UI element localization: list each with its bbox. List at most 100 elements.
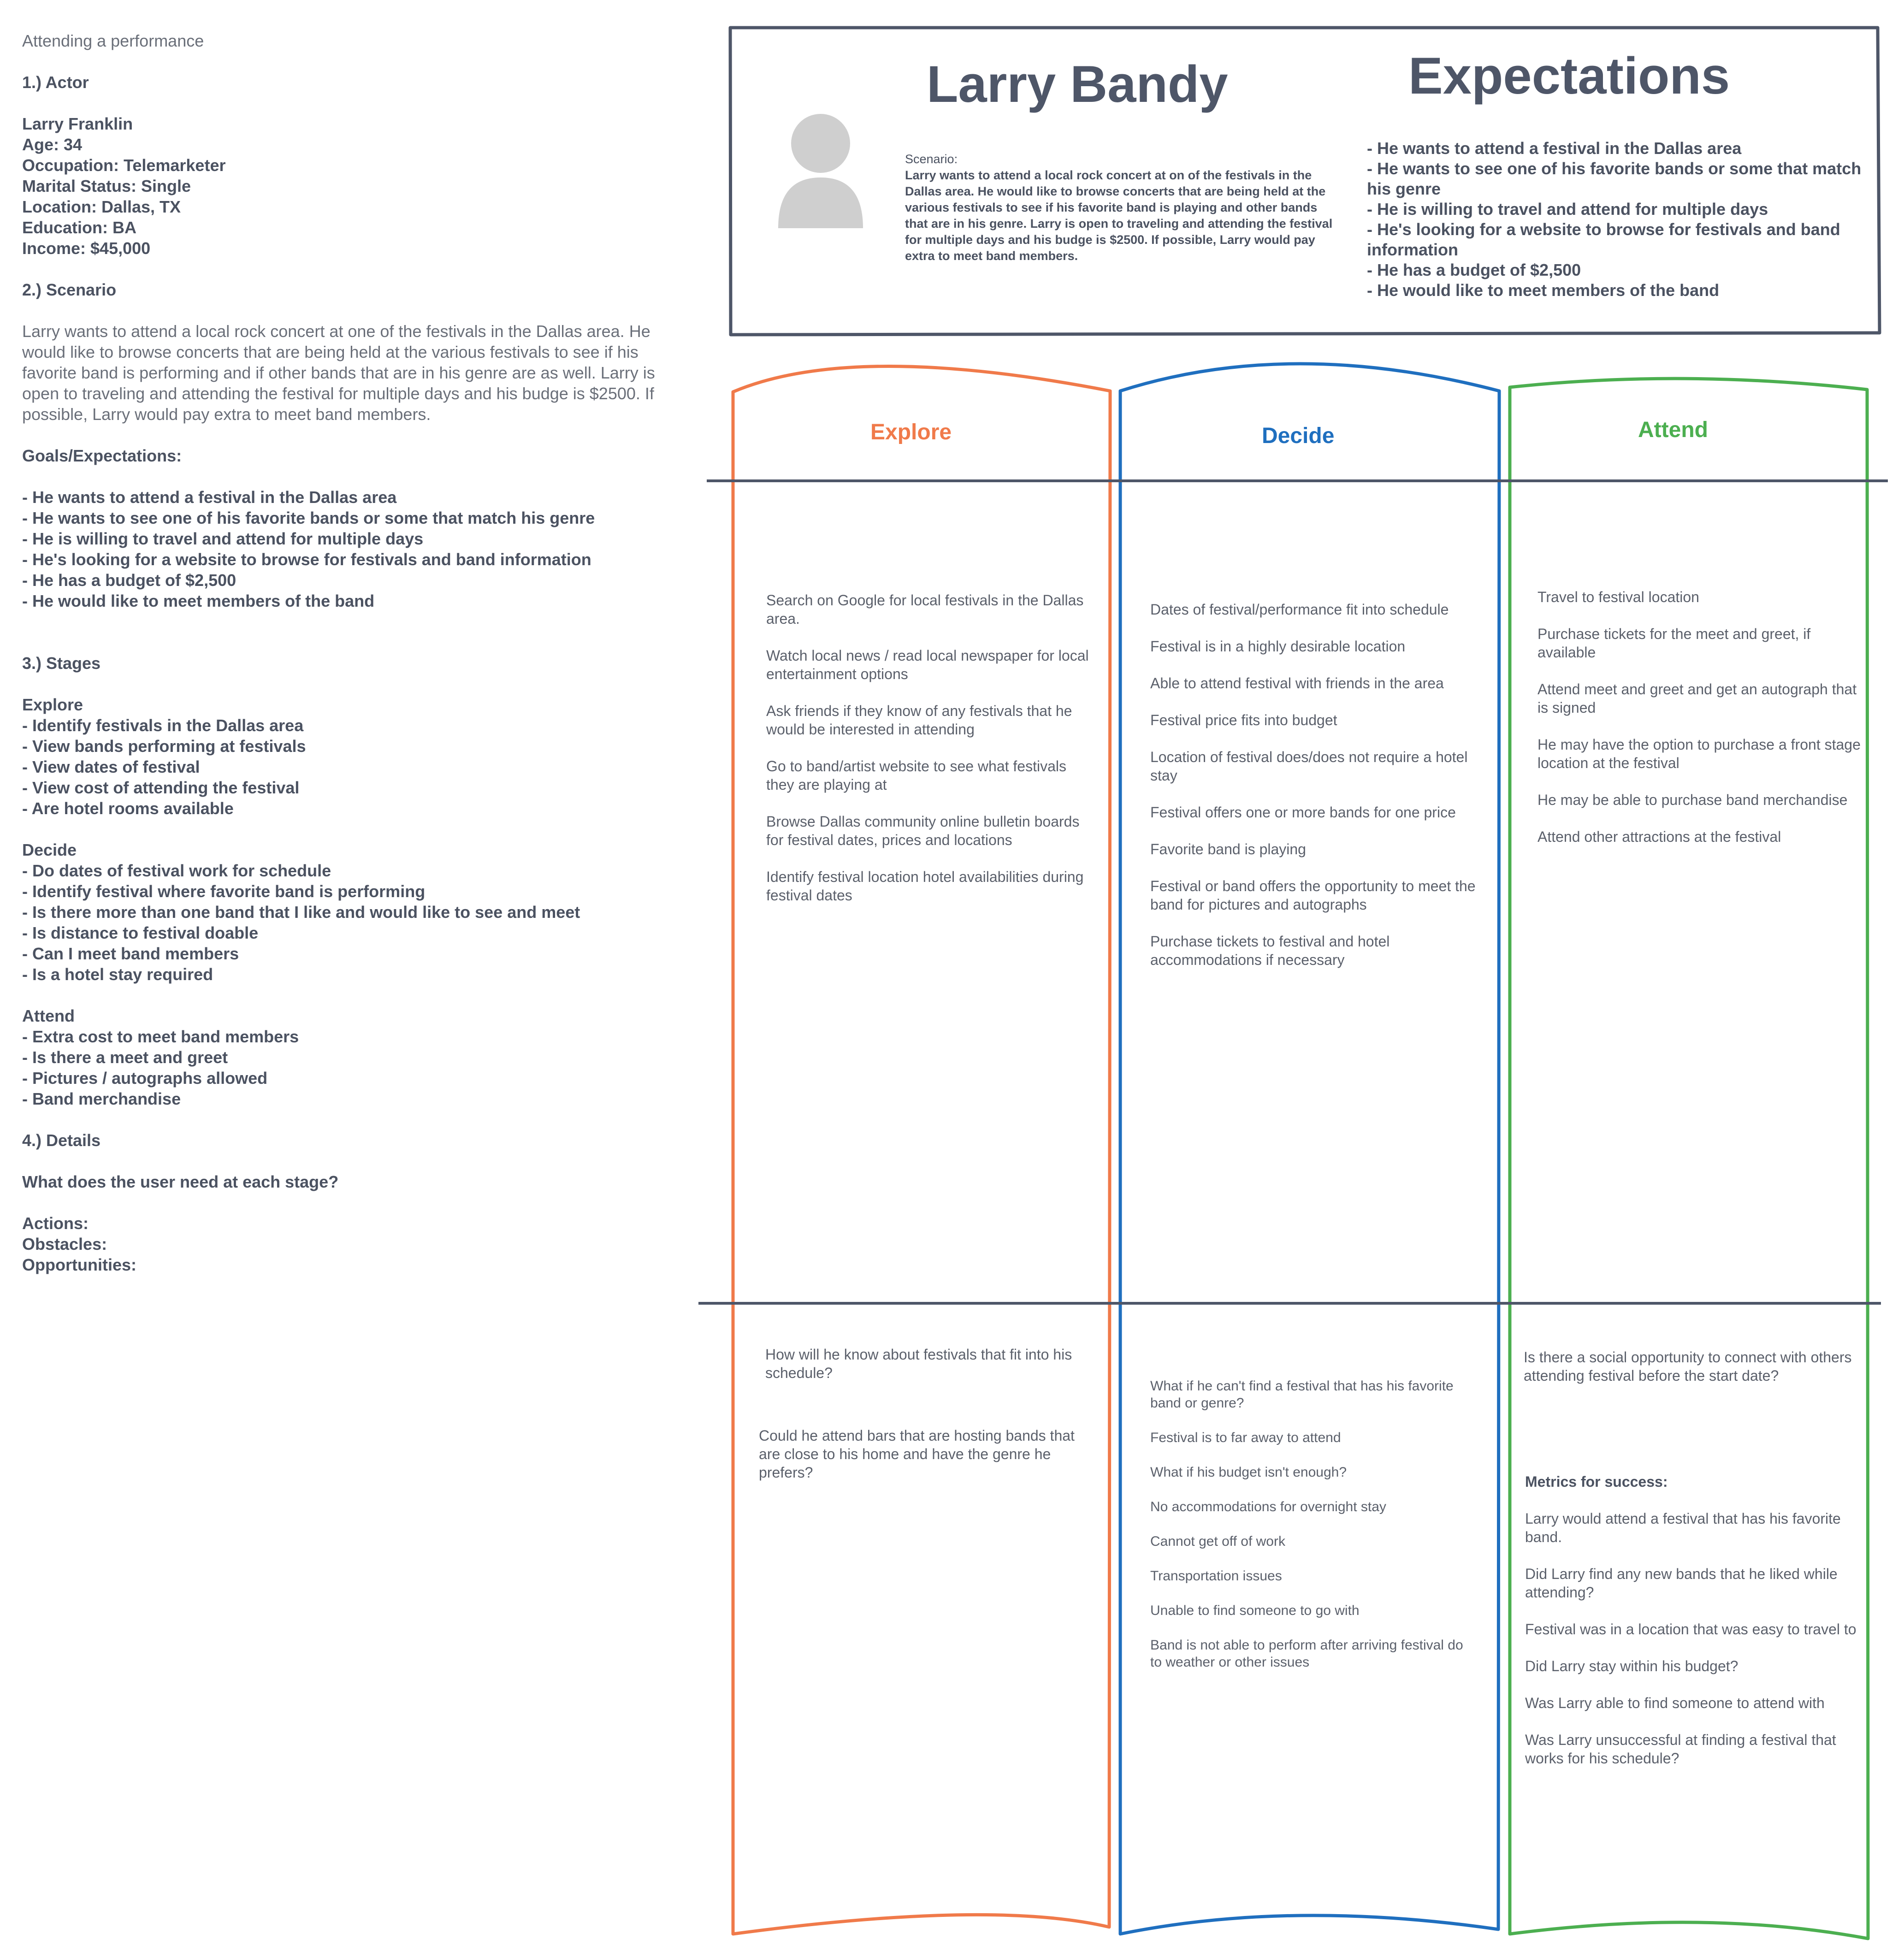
- attend-item: - Is there a meet and greet: [22, 1048, 228, 1067]
- card-scenario-label: Scenario:: [905, 152, 958, 166]
- metric-item: Was Larry able to find someone to attend…: [1525, 1695, 1825, 1711]
- decide-action: Location of festival does/does not requi…: [1150, 749, 1468, 784]
- decide-actions: Dates of festival/performance fit into s…: [1150, 600, 1478, 987]
- decide-item: - Is a hotel stay required: [22, 965, 213, 984]
- explore-action: Watch local news / read local newspaper …: [766, 647, 1089, 682]
- expectations-title: Expectations: [1408, 47, 1730, 105]
- actor-line: Larry Franklin: [22, 114, 133, 133]
- decide-item: - Is there more than one band that I lik…: [22, 903, 580, 922]
- attend-item: - Pictures / autographs allowed: [22, 1069, 268, 1088]
- notes-title: Attending a performance: [22, 31, 204, 50]
- goals-heading: Goals/Expectations:: [22, 446, 182, 465]
- card-scenario: Scenario: Larry wants to attend a local …: [905, 151, 1338, 264]
- card-scenario-text: Larry wants to attend a local rock conce…: [905, 168, 1333, 263]
- attend-action: Purchase tickets for the meet and greet,…: [1537, 626, 1811, 661]
- decide-action: Festival or band offers the opportunity …: [1150, 878, 1476, 913]
- expectation-item: - He wants to attend a festival in the D…: [1367, 139, 1742, 158]
- attend-action: Travel to festival location: [1537, 589, 1699, 605]
- decide-obstacles: What if he can't find a festival that ha…: [1150, 1378, 1473, 1688]
- details-question: What does the user need at each stage?: [22, 1172, 339, 1191]
- explore-item: - Are hotel rooms available: [22, 799, 234, 818]
- explore-action: Identify festival location hotel availab…: [766, 869, 1084, 904]
- goal-item: - He is willing to travel and attend for…: [22, 529, 424, 548]
- explore-actions: Search on Google for local festivals in …: [766, 591, 1094, 923]
- decide-action: Favorite band is playing: [1150, 841, 1306, 857]
- decide-column-outline: [1118, 362, 1501, 1936]
- decide-item: - Can I meet band members: [22, 944, 239, 963]
- user-avatar-icon: [778, 114, 863, 228]
- metric-item: Festival was in a location that was easy…: [1525, 1621, 1857, 1638]
- attend-action: Attend meet and greet and get an autogra…: [1537, 681, 1857, 716]
- expectation-item: - He is willing to travel and attend for…: [1367, 200, 1768, 219]
- explore-stage-title: Explore: [870, 420, 952, 444]
- explore-action: Go to band/artist website to see what fe…: [766, 758, 1066, 793]
- explore-item: - Identify festivals in the Dallas area: [22, 716, 304, 735]
- explore-item: - View bands performing at festivals: [22, 737, 306, 756]
- actor-line: Income: $45,000: [22, 239, 151, 258]
- metric-item: Did Larry find any new bands that he lik…: [1525, 1566, 1838, 1601]
- actor-line: Age: 34: [22, 135, 83, 154]
- decide-obstacle: No accommodations for overnight stay: [1150, 1499, 1386, 1514]
- persona-card-frame: [728, 26, 1881, 337]
- actor-line: Location: Dallas, TX: [22, 197, 181, 216]
- metrics-title: Metrics for success:: [1525, 1473, 1668, 1490]
- expectation-item: - He's looking for a website to browse f…: [1367, 220, 1840, 259]
- decide-item: - Identify festival where favorite band …: [22, 882, 426, 901]
- attend-heading: Attend: [22, 1006, 75, 1025]
- decide-action: Festival price fits into budget: [1150, 712, 1337, 728]
- explore-action: Browse Dallas community online bulletin …: [766, 813, 1080, 848]
- goal-item: - He would like to meet members of the b…: [22, 591, 375, 610]
- attend-actions: Travel to festival location Purchase tic…: [1537, 588, 1865, 864]
- details-heading: 4.) Details: [22, 1131, 101, 1150]
- attend-item: - Band merchandise: [22, 1089, 181, 1108]
- decide-item: - Do dates of festival work for schedule: [22, 861, 331, 880]
- goal-item: - He has a budget of $2,500: [22, 571, 237, 590]
- decide-obstacle: Festival is to far away to attend: [1150, 1430, 1341, 1445]
- decide-heading: Decide: [22, 840, 77, 859]
- actor-line: Occupation: Telemarketer: [22, 156, 226, 175]
- expectation-item: - He would like to meet members of the b…: [1367, 281, 1720, 300]
- explore-item: - View dates of festival: [22, 757, 200, 776]
- decide-obstacle: Unable to find someone to go with: [1150, 1603, 1360, 1618]
- scenario-paragraph: Larry wants to attend a local rock conce…: [22, 322, 655, 424]
- decide-stage-title: Decide: [1262, 424, 1335, 448]
- metrics-section: Metrics for success: Larry would attend …: [1525, 1472, 1857, 1786]
- decide-action: Dates of festival/performance fit into s…: [1150, 601, 1449, 618]
- attend-action: Attend other attractions at the festival: [1537, 828, 1781, 845]
- explore-heading: Explore: [22, 695, 83, 714]
- decide-obstacle: Band is not able to perform after arrivi…: [1150, 1638, 1463, 1670]
- decide-item: - Is distance to festival doable: [22, 923, 259, 942]
- decide-action: Able to attend festival with friends in …: [1150, 675, 1444, 692]
- attend-column-outline: [1508, 377, 1870, 1940]
- decide-action: Festival is in a highly desirable locati…: [1150, 638, 1406, 655]
- decide-obstacle: Transportation issues: [1150, 1568, 1282, 1584]
- metric-item: Was Larry unsuccessful at finding a fest…: [1525, 1732, 1836, 1767]
- explore-column-outline: [731, 365, 1112, 1936]
- attend-item: - Extra cost to meet band members: [22, 1027, 299, 1046]
- expectation-item: - He wants to see one of his favorite ba…: [1367, 159, 1862, 198]
- persona-name: Larry Bandy: [927, 55, 1228, 113]
- decide-action: Festival offers one or more bands for on…: [1150, 804, 1456, 821]
- goal-item: - He wants to see one of his favorite ba…: [22, 508, 595, 527]
- goal-item: - He wants to attend a festival in the D…: [22, 488, 397, 507]
- obstacles-label: Obstacles:: [22, 1235, 107, 1253]
- expectations-list: - He wants to attend a festival in the D…: [1367, 138, 1883, 301]
- explore-obstacle-1: How will he know about festivals that fi…: [765, 1346, 1072, 1381]
- explore-action: Ask friends if they know of any festival…: [766, 703, 1072, 738]
- scenario-heading: 2.) Scenario: [22, 280, 117, 299]
- decide-action: Purchase tickets to festival and hotel a…: [1150, 933, 1390, 968]
- decide-obstacle: What if he can't find a festival that ha…: [1150, 1378, 1454, 1411]
- expectation-item: - He has a budget of $2,500: [1367, 260, 1581, 279]
- actor-line: Education: BA: [22, 218, 136, 237]
- explore-action: Search on Google for local festivals in …: [766, 592, 1084, 627]
- metric-item: Larry would attend a festival that has h…: [1525, 1510, 1841, 1545]
- attend-opportunity: Is there a social opportunity to connect…: [1524, 1349, 1852, 1384]
- stages-heading: 3.) Stages: [22, 654, 101, 673]
- attend-stage-title: Attend: [1638, 418, 1708, 442]
- attend-action: He may be able to purchase band merchand…: [1537, 792, 1848, 808]
- actor-line: Marital Status: Single: [22, 177, 191, 195]
- attend-action: He may have the option to purchase a fro…: [1537, 736, 1861, 771]
- explore-obstacle-2: Could he attend bars that are hosting ba…: [759, 1427, 1075, 1481]
- metric-item: Did Larry stay within his budget?: [1525, 1658, 1738, 1674]
